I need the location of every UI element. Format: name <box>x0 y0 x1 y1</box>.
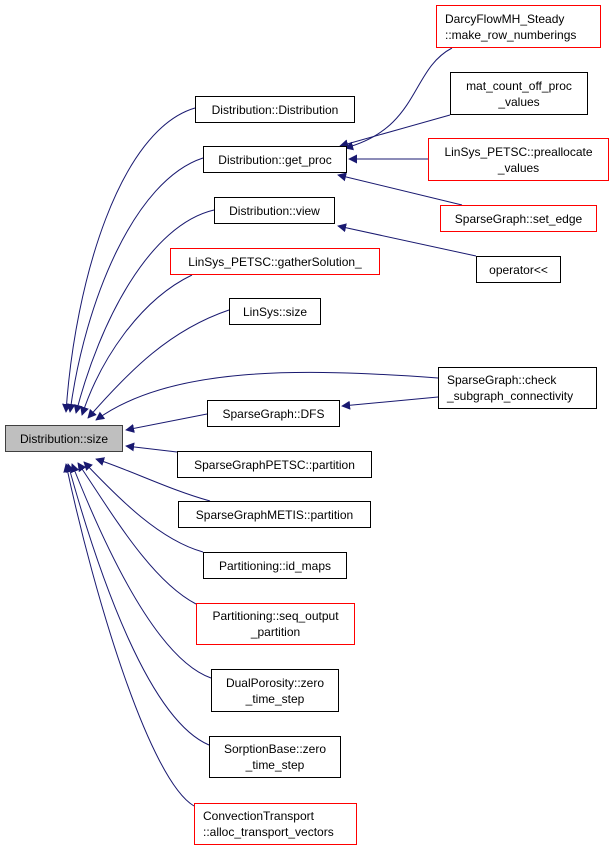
edge-mat-count-to-get-proc <box>339 114 451 149</box>
node-label-line: _time_step <box>245 691 305 706</box>
node-sparsegraph-dfs[interactable]: SparseGraph::DFS <box>207 400 340 427</box>
edge-metis-to-root <box>95 457 211 502</box>
node-label-line: Distribution::size <box>19 431 109 446</box>
edge-seq-output-to-root <box>77 462 197 605</box>
node-linsys-petsc-gathersolution[interactable]: LinSys_PETSC::gatherSolution_ <box>170 248 380 275</box>
node-label-line: operator<< <box>489 262 548 277</box>
edge-darcy-to-get-proc <box>344 47 453 151</box>
edge-dist-ctor-to-root <box>62 107 196 413</box>
node-label-line: Partitioning::id_maps <box>218 558 332 573</box>
node-label-line: SparseGraphMETIS::partition <box>195 507 354 522</box>
edge-view-to-root <box>73 209 215 414</box>
node-label-line: SorptionBase::zero <box>223 742 327 756</box>
node-label-line: LinSys::size <box>242 304 308 319</box>
edge-dual-porosity-to-root <box>70 463 212 679</box>
node-label-line: ::alloc_transport_vectors <box>203 825 334 839</box>
edge-petsc-to-root <box>125 442 178 453</box>
node-linsys-petsc-preallocate-values[interactable]: LinSys_PETSC::preallocate_values <box>428 138 609 181</box>
edge-gather-to-root <box>80 274 193 416</box>
edge-set-edge-to-get-proc <box>337 172 463 206</box>
node-distribution-view[interactable]: Distribution::view <box>214 197 335 224</box>
node-label-line: Distribution::Distribution <box>211 102 339 117</box>
node-operator-stream[interactable]: operator<< <box>476 256 561 283</box>
edge-sorption-to-root <box>65 463 210 746</box>
edge-dfs-to-root <box>125 413 208 433</box>
node-linsys-size[interactable]: LinSys::size <box>229 298 321 325</box>
edge-check-subgraph-to-root <box>95 371 439 421</box>
node-label-line: _values <box>497 160 540 175</box>
node-label-line: SparseGraph::DFS <box>222 406 325 421</box>
node-darcyflowmh-steady-make-row-numberings[interactable]: DarcyFlowMH_Steady::make_row_numberings <box>436 5 601 48</box>
node-distribution-distribution[interactable]: Distribution::Distribution <box>195 96 355 123</box>
node-label-line: LinSys_PETSC::gatherSolution_ <box>188 254 362 269</box>
node-label-line: DualPorosity::zero <box>225 675 325 690</box>
edge-convection-to-root <box>63 463 195 807</box>
node-label-line: Distribution::get_proc <box>218 152 332 167</box>
node-label-line: ::make_row_numberings <box>445 27 577 42</box>
node-sparsegraphpetsc-partition[interactable]: SparseGraphPETSC::partition <box>177 451 372 478</box>
node-label-line: Distribution::view <box>229 203 320 218</box>
node-distribution-size: Distribution::size <box>5 425 123 452</box>
edge-operator-to-view <box>337 223 477 257</box>
node-label-line: SparseGraphPETSC::partition <box>194 457 355 472</box>
node-label-line: Partitioning::seq_output <box>212 609 339 623</box>
node-partitioning-id-maps[interactable]: Partitioning::id_maps <box>203 552 347 579</box>
node-mat-count-off-proc-values[interactable]: mat_count_off_proc_values <box>450 72 588 115</box>
node-label-line: LinSys_PETSC::preallocate <box>444 144 593 159</box>
edge-id-maps-to-root <box>83 461 204 553</box>
node-label-line: _values <box>498 94 540 109</box>
edge-linsys-size-to-root <box>87 309 230 419</box>
node-sparsegraph-set-edge[interactable]: SparseGraph::set_edge <box>440 205 597 232</box>
node-dualporosity-zero-time-step[interactable]: DualPorosity::zero_time_step <box>211 669 339 712</box>
node-label-line: _time_step <box>245 758 305 772</box>
node-label-line: DarcyFlowMH_Steady <box>445 11 565 26</box>
node-sorptionbase-zero-time-step[interactable]: SorptionBase::zero_time_step <box>209 736 341 778</box>
node-label-line: _partition <box>250 625 301 639</box>
node-label-line: SparseGraph::set_edge <box>454 211 583 226</box>
node-sparsegraph-check-subgraph-connectivity[interactable]: SparseGraph::check_subgraph_connectivity <box>438 367 597 409</box>
node-label-line: SparseGraph::check <box>447 373 557 387</box>
node-label-line: _subgraph_connectivity <box>447 389 574 403</box>
node-sparsegraphmetis-partition[interactable]: SparseGraphMETIS::partition <box>178 501 371 528</box>
edge-get-proc-to-root <box>66 157 204 413</box>
node-partitioning-seq-output-partition[interactable]: Partitioning::seq_output_partition <box>196 603 355 645</box>
node-distribution-get-proc[interactable]: Distribution::get_proc <box>203 146 347 173</box>
edge-check-subgraph-to-dfs <box>341 396 439 410</box>
node-label-line: ConvectionTransport <box>203 809 314 823</box>
node-label-line: mat_count_off_proc <box>466 78 572 93</box>
node-convectiontransport-alloc-transport-vectors[interactable]: ConvectionTransport::alloc_transport_vec… <box>194 803 357 845</box>
